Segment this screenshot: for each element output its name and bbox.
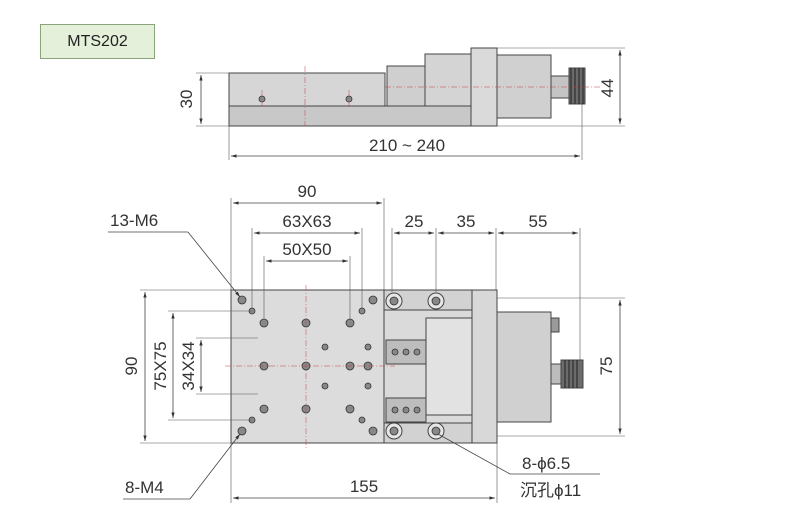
dim-pattern-v-inner: 34X34 (179, 341, 198, 390)
side-nut-block (386, 65, 426, 107)
top-end-plate (471, 289, 498, 444)
side-motor-housing (496, 54, 552, 119)
dim-length-range: 210 ~ 240 (369, 136, 445, 155)
dim-35: 35 (457, 212, 476, 231)
side-top-plate (228, 72, 386, 107)
callout-m6: 13-M6 (110, 211, 158, 230)
dim-bottom-width: 155 (350, 477, 378, 496)
callout-m4: 8-M4 (125, 478, 164, 497)
dim-pattern-inner: 50X50 (282, 240, 331, 259)
dim-25: 25 (405, 212, 424, 231)
dim-left-height: 90 (122, 357, 141, 376)
callout-counterbore: 沉孔ϕ11 (520, 481, 581, 500)
model-badge: MTS202 (40, 24, 155, 59)
top-view: 90 63X63 50X50 25 35 55 90 75X75 (108, 182, 625, 503)
dim-right-height: 75 (597, 357, 616, 376)
dim-side-height-right: 44 (598, 79, 617, 98)
dim-pattern-v-outer: 75X75 (151, 341, 170, 390)
side-knob (568, 67, 586, 105)
dim-55: 55 (529, 212, 548, 231)
top-motor (496, 311, 552, 423)
callout-holes: 8-ϕ6.5 (522, 454, 570, 473)
side-view: 30 44 210 ~ 240 (177, 47, 625, 160)
dim-pattern-outer: 63X63 (282, 212, 331, 231)
top-knob (560, 359, 584, 389)
side-bearing-block (424, 53, 472, 107)
dim-side-height-left: 30 (177, 90, 196, 109)
dim-top-width: 90 (298, 182, 317, 201)
side-base (228, 105, 498, 127)
